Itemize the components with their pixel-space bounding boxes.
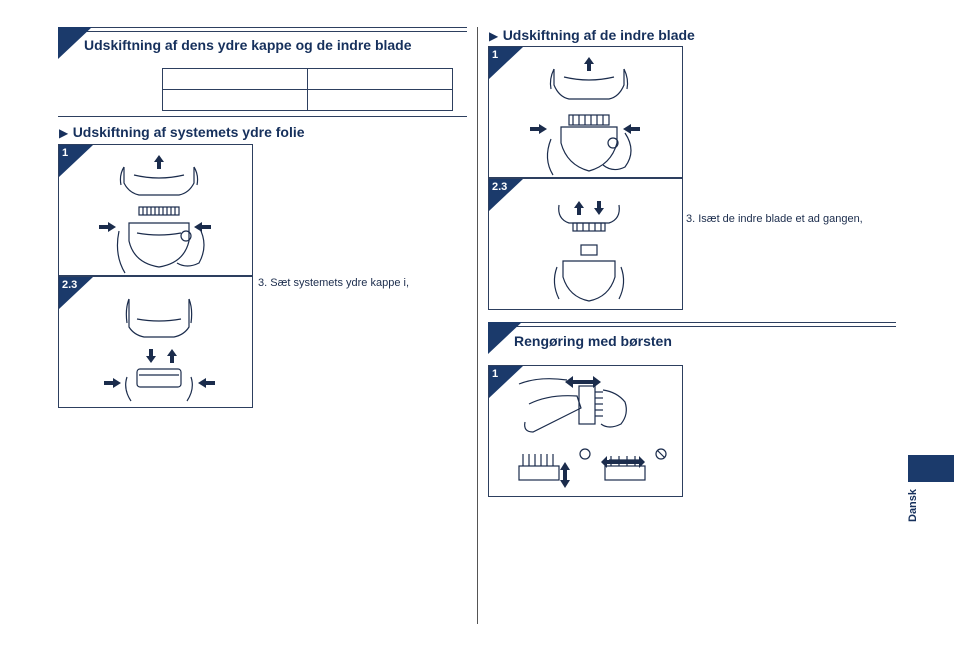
brush-illustration bbox=[518, 376, 667, 488]
section-corner-triangle bbox=[58, 27, 92, 59]
subsection-heading: ▶ Udskiftning af de indre blade bbox=[489, 27, 695, 45]
language-tab bbox=[908, 455, 954, 482]
triangle-bullet-icon: ▶ bbox=[489, 29, 499, 43]
subsection-title: Udskiftning af de indre blade bbox=[502, 27, 695, 43]
arrow-up-icon bbox=[574, 201, 584, 215]
section-header-rule-2 bbox=[58, 31, 467, 32]
table-cell bbox=[307, 89, 453, 111]
section-title: Rengøring med børsten bbox=[514, 333, 672, 349]
arrow-left-icon bbox=[194, 222, 211, 232]
circle-ok-icon bbox=[579, 448, 591, 460]
arrow-left-right-icon bbox=[565, 376, 601, 388]
subsection-title: Udskiftning af systemets ydre folie bbox=[72, 124, 305, 140]
language-label: Dansk bbox=[907, 488, 919, 522]
table-row bbox=[162, 89, 453, 111]
shaver-outer-frame-illustration bbox=[99, 155, 211, 274]
panel-corner-triangle bbox=[59, 277, 93, 309]
illustration-panel-1: 1 bbox=[58, 144, 253, 276]
arrow-up-down-icon bbox=[560, 462, 570, 488]
section-header-rule bbox=[58, 27, 467, 28]
panel-corner-triangle bbox=[59, 145, 93, 177]
blank-table bbox=[162, 68, 453, 111]
step-badge: 1 bbox=[492, 49, 499, 61]
inner-blade-insert-illustration bbox=[553, 201, 625, 302]
step-badge: 1 bbox=[62, 147, 69, 159]
step-badge: 2.3 bbox=[492, 181, 508, 193]
table-row bbox=[162, 68, 453, 90]
table-cell bbox=[307, 68, 453, 90]
arrow-up-icon bbox=[584, 57, 594, 71]
arrow-right-icon bbox=[99, 222, 116, 232]
outer-foil-insert-illustration bbox=[104, 298, 215, 402]
section-corner-triangle bbox=[488, 322, 522, 354]
step-badge: 2.3 bbox=[62, 279, 78, 291]
arrow-left-right-icon bbox=[601, 456, 645, 468]
arrow-left-icon bbox=[623, 124, 640, 134]
inner-blade-removal-illustration bbox=[530, 57, 640, 176]
step-caption: 3. Sæt systemets ydre kappe i, bbox=[258, 277, 410, 289]
illustration-panel-2-3-right: 2.3 bbox=[488, 178, 683, 310]
column-divider bbox=[477, 27, 478, 624]
panel-corner-triangle bbox=[489, 366, 523, 398]
subsection-heading: ▶ Udskiftning af systemets ydre folie bbox=[59, 124, 305, 142]
prohibited-icon bbox=[655, 448, 667, 460]
illustration-panel-2-3: 2.3 bbox=[58, 276, 253, 408]
arrow-down-icon bbox=[146, 349, 156, 363]
section-header-rule bbox=[488, 322, 896, 323]
step-caption: 3. Isæt de indre blade et ad gangen, bbox=[686, 213, 863, 225]
arrow-up-icon bbox=[167, 349, 177, 363]
panel-corner-triangle bbox=[489, 179, 523, 211]
arrow-left-icon bbox=[198, 378, 215, 388]
illustration-panel-1-right: 1 bbox=[488, 46, 683, 178]
step-badge: 1 bbox=[492, 368, 499, 380]
table-cell bbox=[162, 68, 308, 90]
arrow-down-icon bbox=[594, 201, 604, 215]
brush-cleaning-panel: 1 bbox=[488, 365, 683, 497]
arrow-up-icon bbox=[154, 155, 164, 169]
arrow-right-icon bbox=[104, 378, 121, 388]
panel-corner-triangle bbox=[489, 47, 523, 79]
subsection-rule bbox=[58, 116, 467, 117]
arrow-right-icon bbox=[530, 124, 547, 134]
section-header-rule-2 bbox=[488, 326, 896, 327]
triangle-bullet-icon: ▶ bbox=[59, 126, 69, 140]
table-cell bbox=[162, 89, 308, 111]
section-title: Udskiftning af dens ydre kappe og de ind… bbox=[84, 37, 412, 53]
